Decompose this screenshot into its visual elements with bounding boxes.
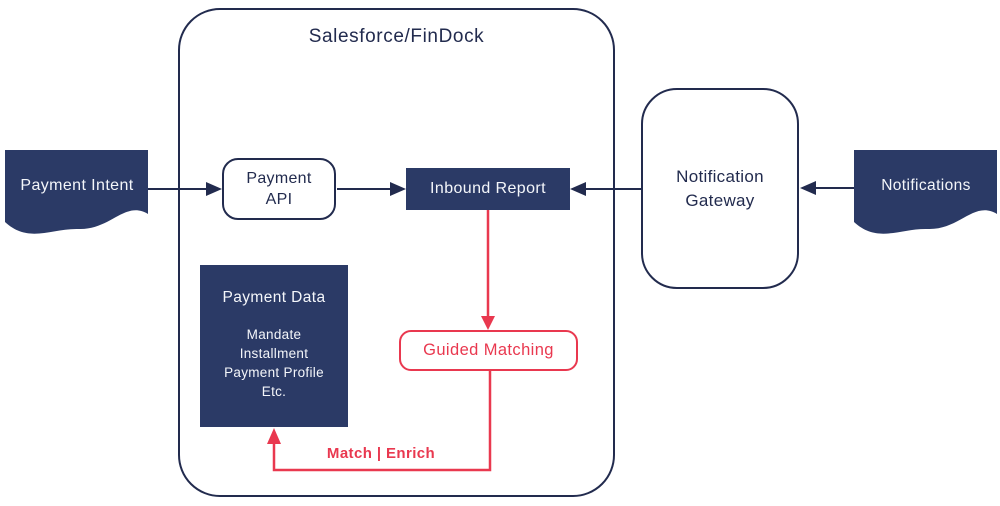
arrowhead-into-inbound-report-right bbox=[570, 182, 586, 196]
arrowhead-into-payment-data bbox=[267, 428, 281, 444]
notifications-label: Notifications bbox=[881, 177, 971, 194]
guided-matching-node[interactable]: Guided Matching bbox=[399, 330, 578, 371]
notification-gateway-label: Notification Gateway bbox=[676, 166, 764, 210]
payment-data-items: Mandate Installment Payment Profile Etc. bbox=[200, 325, 348, 401]
payment-data-item: Installment bbox=[239, 346, 309, 361]
arrowhead-into-inbound-report bbox=[390, 182, 406, 196]
edge-guided-matching-to-payment-data bbox=[272, 371, 492, 472]
notification-gateway-node[interactable]: Notification Gateway bbox=[641, 88, 799, 289]
payment-data-item: Payment Profile bbox=[224, 365, 324, 380]
payment-intent-label: Payment Intent bbox=[20, 177, 134, 194]
notifications-document-shape bbox=[854, 150, 997, 234]
payment-data-node[interactable]: Payment Data Mandate Installment Payment… bbox=[200, 265, 348, 427]
notifications-node[interactable]: Notifications bbox=[866, 160, 986, 212]
payment-api-label: Payment API bbox=[246, 170, 312, 208]
match-enrich-edge-label: Match | Enrich bbox=[326, 445, 436, 462]
payment-api-node[interactable]: Payment API bbox=[222, 158, 336, 220]
arrowhead-into-notification-gateway bbox=[800, 181, 816, 195]
inbound-report-node[interactable]: Inbound Report bbox=[406, 168, 570, 210]
arrowhead-into-guided-matching bbox=[481, 316, 495, 330]
payment-data-item: Mandate bbox=[246, 327, 302, 342]
inbound-report-label: Inbound Report bbox=[430, 180, 546, 197]
salesforce-findock-title: Salesforce/FinDock bbox=[308, 26, 485, 47]
salesforce-findock-container bbox=[178, 8, 615, 497]
payment-intent-document-shape bbox=[5, 150, 148, 234]
guided-matching-label: Guided Matching bbox=[423, 341, 554, 359]
arrowhead-into-payment-api bbox=[206, 182, 222, 196]
payment-intent-node[interactable]: Payment Intent bbox=[18, 158, 136, 214]
payment-data-title: Payment Data bbox=[222, 289, 326, 306]
payment-data-item: Etc. bbox=[261, 384, 287, 399]
